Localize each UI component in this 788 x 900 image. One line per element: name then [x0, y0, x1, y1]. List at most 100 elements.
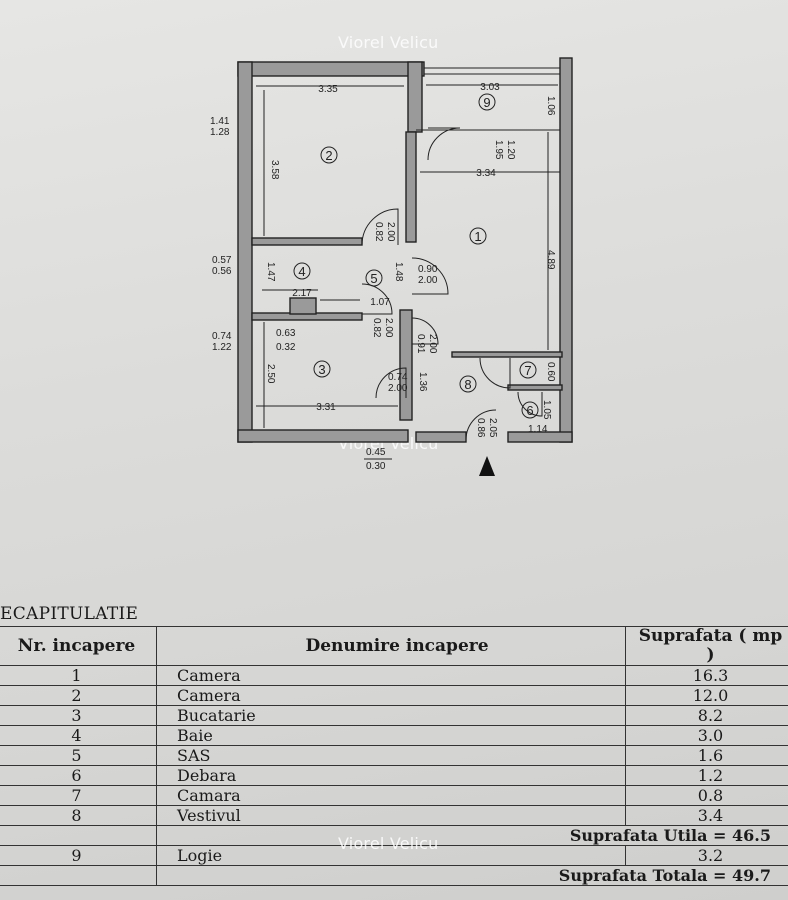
usable-blank — [0, 825, 157, 846]
row-name: Camara — [156, 785, 626, 806]
svg-text:0.32: 0.32 — [276, 342, 296, 353]
svg-text:1.47: 1.47 — [265, 262, 276, 282]
svg-text:0.82: 0.82 — [373, 222, 384, 242]
floor-plan: 2 1 4 5 3 6 7 8 9 3.35 3.03 1.06 1.41 1.… — [210, 57, 573, 476]
row-nr: 7 — [0, 785, 157, 806]
row-nr: 3 — [0, 705, 157, 726]
svg-text:0.90: 0.90 — [418, 264, 438, 275]
row-nr: 9 — [0, 845, 157, 866]
recap-table: Nr. incapere Denumire incapere Suprafata… — [0, 626, 788, 886]
svg-text:0.63: 0.63 — [276, 328, 296, 339]
svg-text:0.74: 0.74 — [212, 331, 232, 342]
svg-text:0.60: 0.60 — [545, 362, 556, 382]
room-number-3: 3 — [318, 362, 325, 377]
row-area: 12.0 — [625, 685, 788, 706]
svg-text:3.34: 3.34 — [476, 168, 496, 179]
svg-text:0.45: 0.45 — [366, 447, 386, 458]
svg-text:3.58: 3.58 — [269, 160, 280, 180]
row-name: Camera — [156, 665, 626, 686]
svg-text:2.00: 2.00 — [418, 275, 438, 286]
row-area: 3.0 — [625, 725, 788, 746]
room-numbers: 2 1 4 5 3 6 7 8 9 — [293, 93, 539, 419]
table-row: 2 Camera 12.0 — [0, 685, 788, 706]
table-header-row: Nr. incapere Denumire incapere Suprafata… — [0, 626, 788, 666]
table-row: 4 Baie 3.0 — [0, 725, 788, 746]
room-number-8: 8 — [464, 377, 471, 392]
svg-text:0.86: 0.86 — [475, 418, 486, 438]
header-nr: Nr. incapere — [0, 626, 157, 666]
svg-text:2.17: 2.17 — [292, 288, 312, 299]
svg-text:2.05: 2.05 — [487, 418, 498, 438]
svg-text:1.36: 1.36 — [417, 372, 428, 392]
row-area: 0.8 — [625, 785, 788, 806]
row-name: Debara — [156, 765, 626, 786]
room-number-6: 6 — [526, 403, 533, 418]
usable-area-total: Suprafata Utila = 46.5 — [156, 825, 788, 846]
svg-text:1.05: 1.05 — [541, 400, 552, 420]
table-row: 7 Camara 0.8 — [0, 785, 788, 806]
svg-text:1.28: 1.28 — [210, 127, 230, 138]
table-row: 5 SAS 1.6 — [0, 745, 788, 766]
room-number-9: 9 — [483, 95, 490, 110]
svg-text:0.30: 0.30 — [366, 461, 386, 472]
table-row: 6 Debara 1.2 — [0, 765, 788, 786]
svg-text:0.56: 0.56 — [212, 266, 232, 277]
watermark-bottom: Viorel Velicu — [338, 834, 439, 853]
watermark-top: Viorel Velicu — [338, 33, 439, 52]
svg-text:3.35: 3.35 — [318, 84, 338, 95]
row-name: SAS — [156, 745, 626, 766]
row-name: Baie — [156, 725, 626, 746]
svg-text:2.00: 2.00 — [385, 222, 396, 242]
svg-text:1.41: 1.41 — [210, 116, 230, 127]
header-name: Denumire incapere — [156, 626, 626, 666]
svg-text:1.14: 1.14 — [528, 424, 548, 435]
room-number-2: 2 — [325, 148, 332, 163]
room-number-4: 4 — [298, 264, 305, 279]
svg-text:1.20: 1.20 — [505, 140, 516, 160]
row-area: 3.2 — [625, 845, 788, 866]
entrance-arrow-icon — [479, 456, 495, 476]
svg-text:1.95: 1.95 — [493, 140, 504, 160]
door-swings — [361, 127, 543, 441]
table-row: 1 Camera 16.3 — [0, 665, 788, 686]
row-name: Vestivul — [156, 805, 626, 826]
row-nr: 8 — [0, 805, 157, 826]
svg-text:0.82: 0.82 — [371, 318, 382, 338]
recap-title: ECAPITULATIE — [0, 604, 139, 624]
svg-text:4.89: 4.89 — [545, 250, 556, 270]
room-number-5: 5 — [370, 271, 377, 286]
row-area: 16.3 — [625, 665, 788, 686]
row-nr: 1 — [0, 665, 157, 686]
row-area: 3.4 — [625, 805, 788, 826]
svg-text:1.22: 1.22 — [212, 342, 232, 353]
row-nr: 6 — [0, 765, 157, 786]
svg-text:0.74: 0.74 — [388, 372, 408, 383]
walls — [237, 57, 573, 443]
total-blank — [0, 865, 157, 886]
svg-text:1.06: 1.06 — [545, 96, 556, 116]
table-row: 8 Vestivul 3.4 — [0, 805, 788, 826]
svg-text:1.48: 1.48 — [393, 262, 404, 282]
svg-text:3.03: 3.03 — [480, 82, 500, 93]
svg-text:2.50: 2.50 — [265, 364, 276, 384]
svg-text:1.07: 1.07 — [370, 297, 390, 308]
row-name: Bucatarie — [156, 705, 626, 726]
svg-text:2.00: 2.00 — [427, 334, 438, 354]
svg-text:0.57: 0.57 — [212, 255, 232, 266]
total-area: Suprafata Totala = 49.7 — [156, 865, 788, 886]
row-area: 1.6 — [625, 745, 788, 766]
row-nr: 4 — [0, 725, 157, 746]
row-name: Camera — [156, 685, 626, 706]
row-nr: 2 — [0, 685, 157, 706]
svg-text:2.00: 2.00 — [388, 383, 408, 394]
row-nr: 5 — [0, 745, 157, 766]
header-area: Suprafata ( mp ) — [625, 626, 788, 666]
svg-text:0.91: 0.91 — [415, 334, 426, 354]
svg-text:2.00: 2.00 — [383, 318, 394, 338]
dimension-labels: 3.35 3.03 1.06 1.41 1.28 3.58 1.95 1.20 … — [210, 82, 556, 472]
room-number-1: 1 — [474, 229, 481, 244]
row-area: 8.2 — [625, 705, 788, 726]
room-number-7: 7 — [524, 363, 531, 378]
svg-text:3.31: 3.31 — [316, 402, 336, 413]
row-area: 1.2 — [625, 765, 788, 786]
